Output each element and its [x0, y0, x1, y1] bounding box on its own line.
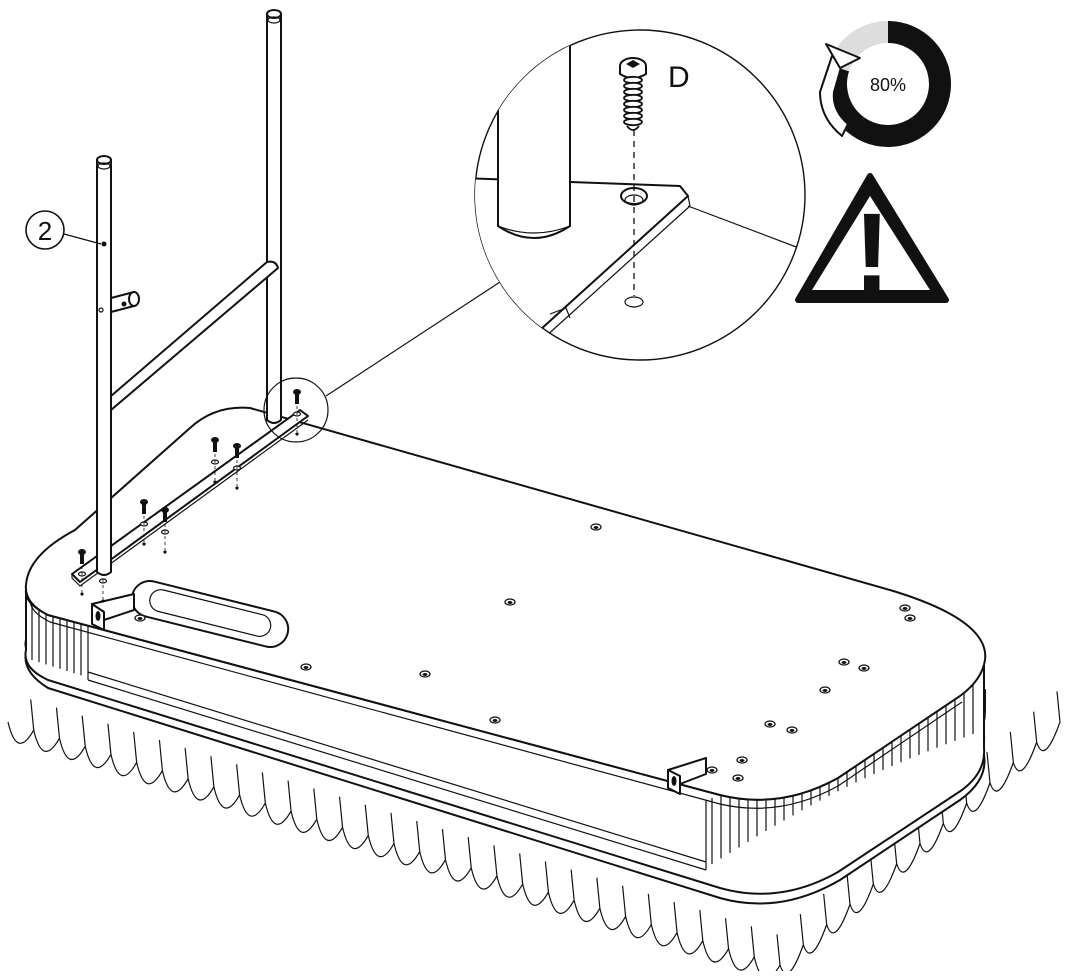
part-callout-number: 2 — [38, 216, 52, 246]
frame-part-2 — [96, 9, 282, 576]
corner-bracket-right — [667, 757, 707, 795]
screw-callout-letter: D — [668, 61, 690, 94]
floor-hatch — [7, 691, 1061, 976]
warning-symbol: ! — [854, 191, 891, 314]
detail-magnifier: D — [263, 29, 806, 443]
base-platform — [24, 406, 987, 905]
frame-knob — [110, 291, 140, 313]
torx-screw-icon — [619, 57, 647, 131]
part-callout: 2 — [25, 210, 102, 250]
torque-percentage: 80% — [870, 75, 906, 95]
mounting-holes — [134, 523, 916, 782]
corner-bracket-left — [91, 593, 135, 631]
warning-triangle-icon: ! — [795, 173, 949, 314]
torque-rotation-icon: 80% — [819, 21, 951, 147]
